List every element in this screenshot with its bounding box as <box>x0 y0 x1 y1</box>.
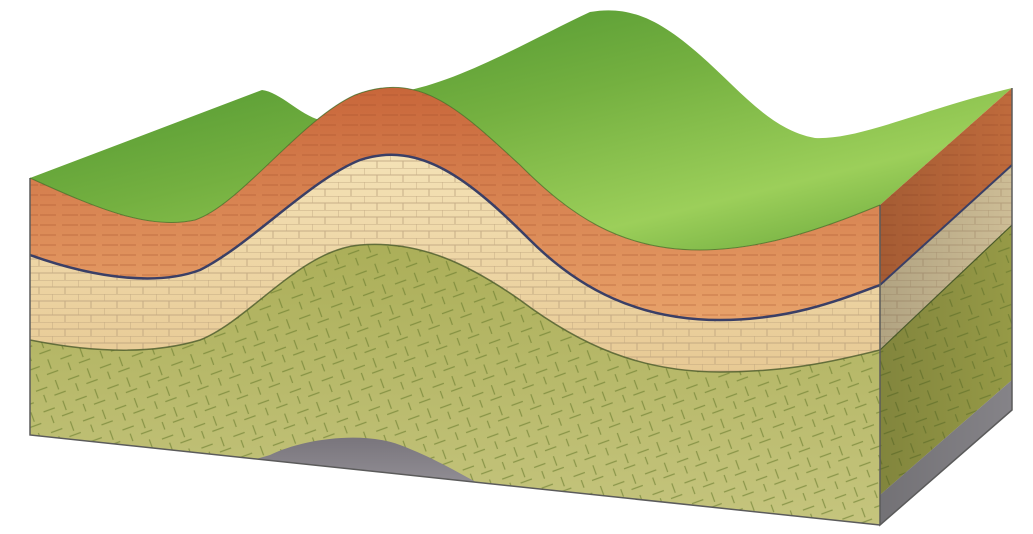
block-diagram-svg <box>0 0 1033 534</box>
block-diagram <box>0 0 1033 534</box>
